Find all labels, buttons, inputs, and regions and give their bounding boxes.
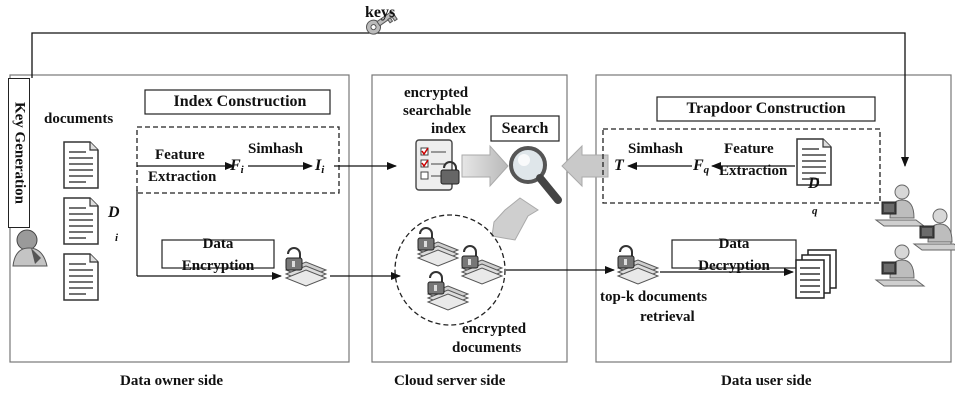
trapdoor-construction-label: Trapdoor Construction [686,100,846,117]
user-icon [875,244,925,287]
document-icon [63,197,99,245]
ii-symbol: Ii [315,157,325,176]
data-encryption-box [161,239,275,269]
key-icon [366,10,398,35]
index-construction-title-box [144,89,331,115]
keys-route-line [31,32,909,167]
key-generation-user-icon [12,229,48,267]
encrypted-documents-cluster [394,214,506,326]
encrypted-documents-label-2: documents [452,340,522,356]
trapdoor-construction-title-box [656,96,876,122]
encrypted-index-label-1: encrypted [404,85,469,101]
encrypted-index-label-3: index [431,121,467,137]
di-subscript: i [115,232,119,244]
key-generation-label: Key Generation [11,101,28,205]
simhash-label: Simhash [248,141,304,157]
encrypted-docs-icon [285,247,327,287]
data-user-panel [595,74,952,363]
encrypted-doc-icon [417,227,459,267]
encrypted-index-label-2: searchable [403,103,472,119]
index-construction-label: Index Construction [173,93,307,110]
encrypted-doc-icon [427,271,469,311]
user-icon [875,184,925,227]
user-feature-extraction-label-1: Feature [724,141,774,157]
cloud-server-side-label: Cloud server side [394,373,506,389]
index-to-search-arrow [461,144,509,188]
data-encryption-label-1: Data [202,236,234,252]
dq-symbol: D [808,175,820,192]
fi-symbol: Fi [230,157,244,176]
data-encryption-label-2: Encryption [181,258,255,274]
data-decryption-box [671,239,797,269]
dq-subscript: q [812,205,818,217]
topk-retrieval-label-1: top-k documents [600,289,708,305]
document-icon [63,141,99,189]
data-user-side-label: Data user side [721,373,812,389]
search-label: Search [501,120,549,137]
fq-symbol: Fq [693,157,710,176]
document-icon [63,253,99,301]
di-symbol: D [108,204,120,221]
cloud-server-panel [371,74,568,363]
encrypted-index-icon [415,139,460,191]
documents-label: documents [44,111,114,127]
keys-label: keys [365,4,396,21]
feature-extraction-label-1: Feature [155,147,205,163]
retrieved-encrypted-docs-icon [617,245,659,285]
user-simhash-label: Simhash [628,141,684,157]
key-generation-box: Key Generation [8,78,30,228]
trapdoor-to-search-arrow [561,144,609,188]
user-icon [913,208,955,251]
search-to-docs-arrow [491,197,539,241]
decrypted-documents-icon [795,249,837,299]
index-construction-group [136,126,340,194]
encrypted-documents-label-1: encrypted [462,321,527,337]
data-decryption-label-2: Decryption [698,258,770,274]
data-owner-side-label: Data owner side [120,373,224,389]
trapdoor-construction-group [602,128,881,204]
data-decryption-label-1: Data [718,236,750,252]
feature-extraction-label-2: Extraction [148,169,217,185]
user-feature-extraction-label-2: Extraction [719,163,788,179]
search-box [490,115,560,142]
encrypted-doc-icon [461,245,503,285]
topk-retrieval-label-2: retrieval [640,309,695,325]
magnifier-icon [509,146,562,204]
t-symbol: T [614,157,624,174]
